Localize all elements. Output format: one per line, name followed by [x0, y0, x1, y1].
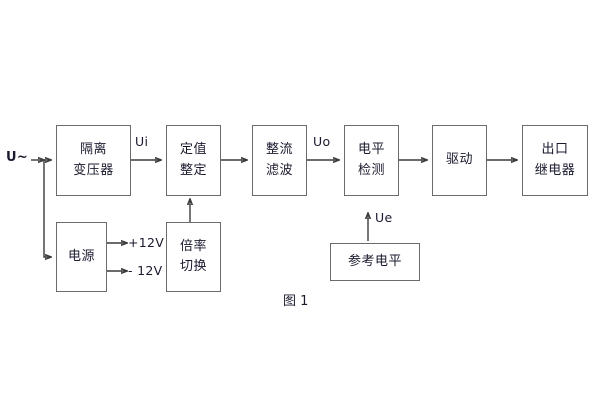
block-multiplier-switch-line2: 切换: [179, 259, 207, 274]
block-rectifier-filter-line1: 整流: [265, 142, 293, 158]
wire-input-to-power: [43, 160, 51, 257]
block-setting-value-line1: 定值: [179, 142, 207, 158]
signal-label-ue: Ue: [375, 210, 393, 225]
block-multiplier-switch-line1: 倍率: [179, 238, 207, 254]
block-output-relay: 出口 继电器: [522, 125, 588, 196]
block-output-relay-line1: 出口: [541, 142, 569, 158]
block-multiplier-switch: 倍率 切换: [166, 222, 221, 292]
block-setting-value-line2: 整定: [179, 162, 207, 178]
input-label-u: U~: [6, 150, 29, 165]
block-reference-level: 参考电平: [330, 243, 420, 281]
block-setting-value: 定值 整定: [166, 125, 221, 196]
block-driver-line1: 驱动: [445, 152, 473, 168]
block-isolation-transformer: 隔离 变压器: [56, 125, 131, 196]
block-output-relay-line2: 继电器: [534, 162, 576, 178]
signal-label-pos-12v: +12V: [128, 235, 165, 250]
signal-label-neg-12v: - 12V: [128, 263, 163, 278]
block-level-detection-line1: 电平: [357, 142, 385, 158]
block-rectifier-filter-line2: 滤波: [265, 162, 293, 178]
block-power-supply-line1: 电源: [67, 248, 95, 264]
block-reference-level-line1: 参考电平: [347, 253, 402, 269]
block-power-supply: 电源: [56, 222, 107, 292]
block-rectifier-filter: 整流 滤波: [252, 125, 307, 196]
block-level-detection-line2: 检测: [357, 162, 385, 178]
block-level-detection: 电平 检测: [344, 125, 399, 196]
figure-caption: 图 1: [283, 294, 309, 309]
signal-label-ui: Ui: [135, 134, 149, 149]
signal-label-uo: Uo: [313, 134, 331, 149]
block-isolation-transformer-line1: 隔离: [79, 142, 107, 158]
block-isolation-transformer-line2: 变压器: [73, 162, 114, 178]
block-driver: 驱动: [432, 125, 487, 196]
